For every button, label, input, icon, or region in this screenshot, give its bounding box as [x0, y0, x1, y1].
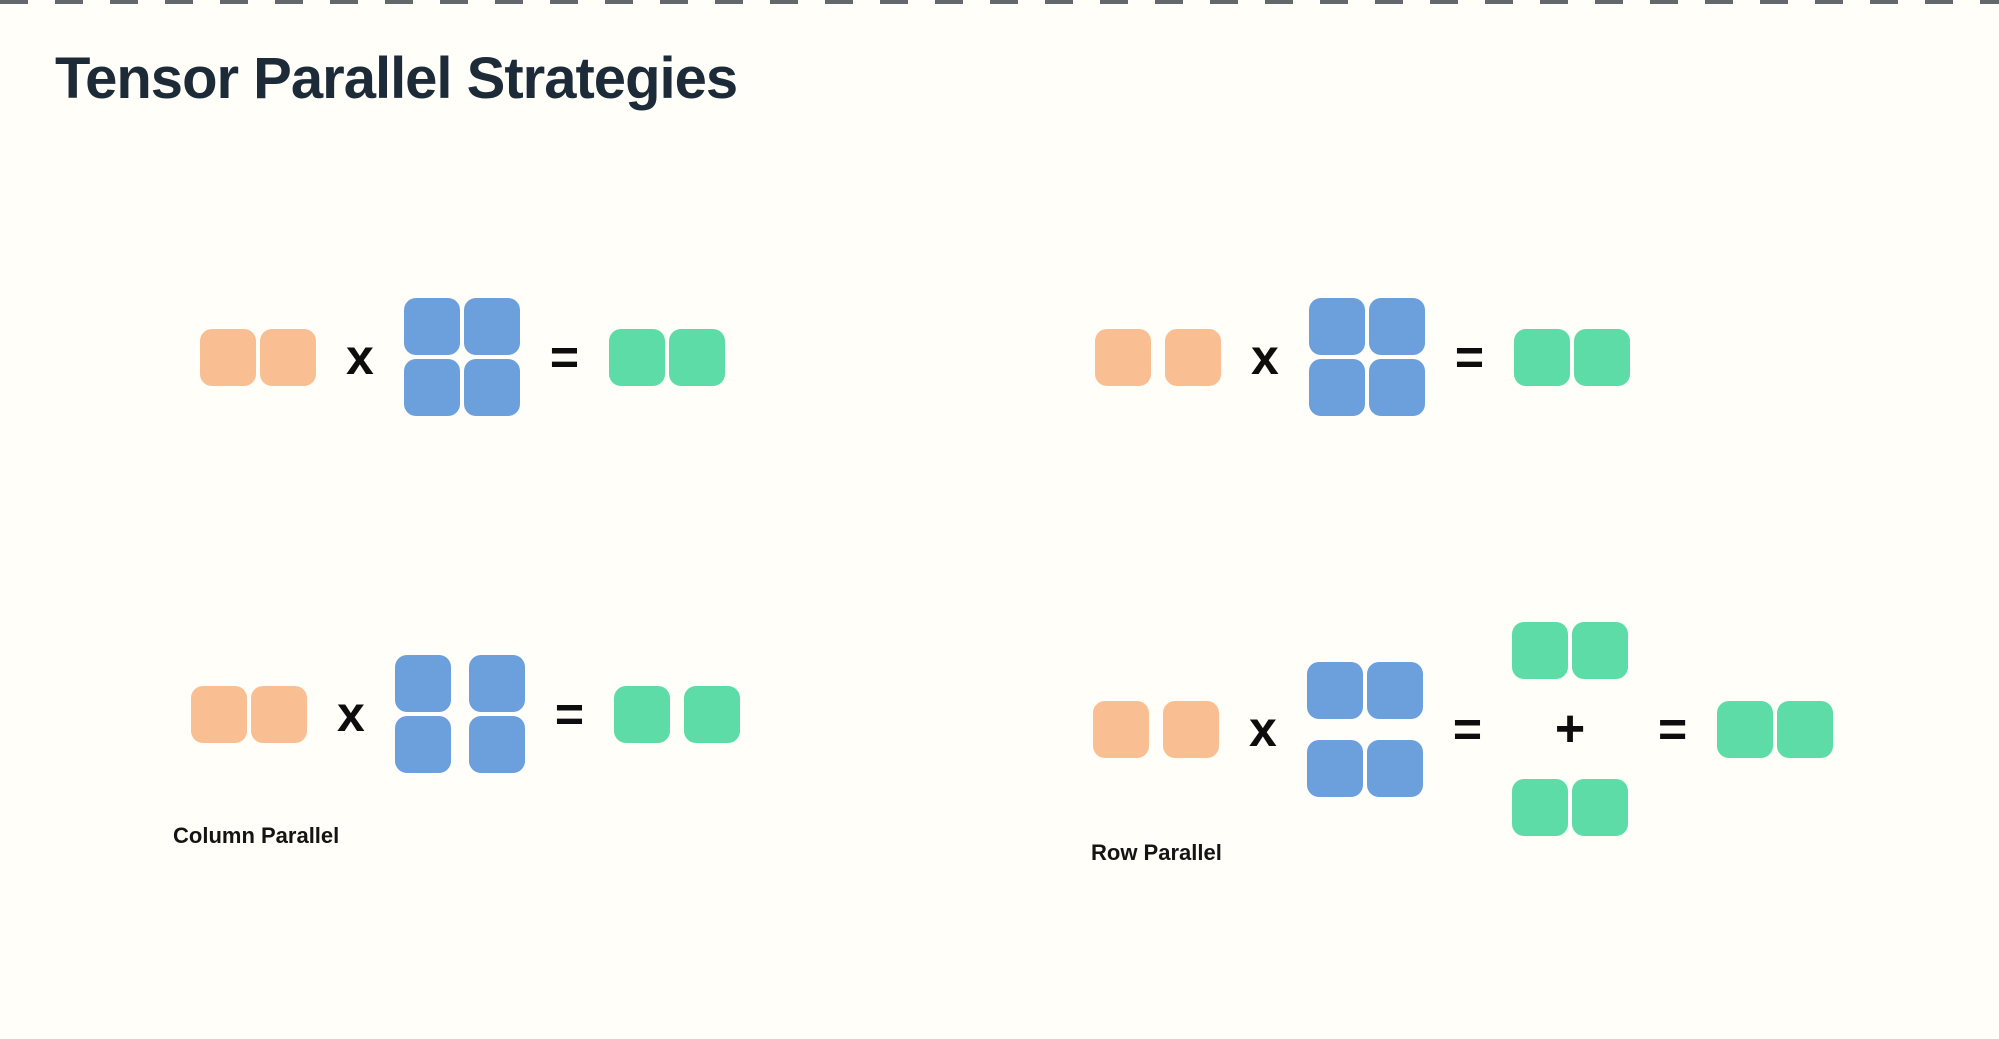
output-block — [1514, 328, 1571, 386]
page-title: Tensor Parallel Strategies — [55, 46, 738, 111]
equals-operator: = — [554, 686, 585, 742]
output-block — [1777, 700, 1834, 758]
diagram-sharded-input-multiply-top-right: x= — [1095, 298, 1631, 416]
equals-operator: = — [1452, 701, 1483, 757]
weight-block — [463, 298, 520, 355]
input-block — [251, 685, 307, 743]
weight-block — [1308, 298, 1365, 355]
input-block — [260, 328, 316, 386]
input-pair-split — [1095, 328, 1221, 386]
weight-block — [403, 359, 460, 416]
weight-block — [1308, 359, 1365, 416]
weight-block — [1306, 739, 1363, 797]
weight-matrix-rows-split — [1306, 661, 1423, 797]
input-pair — [200, 328, 316, 386]
input-block — [1165, 328, 1221, 386]
weight-block — [468, 716, 525, 773]
output-block — [1717, 700, 1774, 758]
output-block — [1512, 622, 1569, 679]
output-block — [669, 328, 726, 386]
row-parallel-caption: Row Parallel — [1091, 840, 1222, 865]
output-block — [684, 685, 741, 743]
output-block — [1572, 622, 1629, 679]
output-pair — [609, 328, 726, 386]
weight-matrix-columns-split — [394, 655, 525, 773]
plus-operator: + — [1554, 700, 1586, 758]
equals-operator: = — [1454, 329, 1485, 385]
output-pair — [1512, 779, 1629, 836]
weight-block — [1368, 359, 1425, 416]
output-pair — [1514, 328, 1631, 386]
weight-block — [394, 716, 451, 773]
input-block — [1095, 328, 1151, 386]
multiply-operator: x — [337, 686, 365, 742]
weight-matrix — [403, 298, 520, 416]
weight-block — [1306, 661, 1363, 719]
weight-block — [403, 298, 460, 355]
output-pair — [1717, 700, 1834, 758]
weight-block — [1368, 298, 1425, 355]
weight-block — [468, 655, 525, 712]
output-block — [614, 685, 671, 743]
equals-operator: = — [1658, 701, 1688, 757]
input-pair-split — [1093, 700, 1219, 758]
output-block — [1512, 779, 1569, 836]
output-block — [1572, 779, 1629, 836]
weight-matrix — [1308, 298, 1425, 416]
diagram-row-parallel: x = + = — [1093, 622, 1834, 836]
output-pair — [1512, 622, 1629, 679]
weight-block — [394, 655, 451, 712]
multiply-operator: x — [1249, 701, 1277, 757]
top-dashed-border — [0, 0, 1999, 4]
multiply-operator: x — [1251, 329, 1279, 385]
input-block — [1163, 700, 1219, 758]
output-block — [1574, 328, 1631, 386]
equals-operator: = — [549, 329, 580, 385]
input-pair — [191, 685, 307, 743]
weight-block — [1366, 739, 1423, 797]
input-block — [191, 685, 247, 743]
input-block — [200, 328, 256, 386]
weight-block — [1366, 661, 1423, 719]
diagram-column-parallel: x= — [191, 655, 741, 773]
input-block — [1093, 700, 1149, 758]
output-block — [609, 328, 666, 386]
column-parallel-caption: Column Parallel — [173, 823, 340, 848]
partial-sums-stack: + — [1512, 622, 1629, 836]
output-pair-split — [614, 685, 741, 743]
weight-block — [463, 359, 520, 416]
multiply-operator: x — [346, 329, 374, 385]
diagram-replicated-multiply-top-left: x= — [200, 298, 726, 416]
